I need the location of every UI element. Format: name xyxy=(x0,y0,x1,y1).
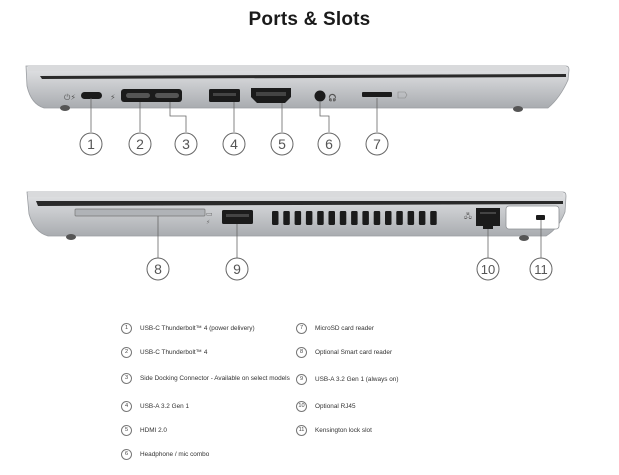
vent-slat xyxy=(373,211,381,225)
microsd-slot xyxy=(362,91,408,99)
legend-number: 1 xyxy=(121,323,132,334)
legend-number: 7 xyxy=(296,323,307,334)
vent-slat xyxy=(396,211,403,225)
callout-5: 5 xyxy=(270,132,294,156)
svg-text:⚡: ⚡ xyxy=(206,219,210,226)
rj45-port: 🖧 xyxy=(464,208,500,229)
vent-slat xyxy=(283,211,290,225)
svg-text:🖧: 🖧 xyxy=(464,211,472,220)
vent-slat xyxy=(418,211,426,225)
legend-text: MicroSD card reader xyxy=(315,325,374,332)
svg-text:10: 10 xyxy=(481,262,495,277)
callout-9: 9 xyxy=(225,257,249,281)
lid-seam xyxy=(40,74,566,79)
page-title: Ports & Slots xyxy=(248,9,371,30)
callouts-bottom: 8 9 10 11 xyxy=(146,216,553,281)
svg-text:6: 6 xyxy=(325,136,333,152)
smart-card-slot: ▭ xyxy=(74,208,213,218)
vent-grille xyxy=(272,211,437,225)
legend-text: Optional Smart card reader xyxy=(315,349,393,356)
legend-text: Headphone / mic combo xyxy=(140,451,210,458)
vent-slat xyxy=(407,211,415,225)
svg-text:⚡: ⚡ xyxy=(110,93,116,102)
legend-text: Side Docking Connector - Available on se… xyxy=(140,375,290,382)
callout-10: 10 xyxy=(476,257,500,281)
svg-text:1: 1 xyxy=(87,136,95,152)
laptop-right-side: ▭ ⚡ 🖧 xyxy=(26,191,567,241)
legend-text: USB-A 3.2 Gen 1 (always on) xyxy=(315,376,399,383)
legend-text: USB-C Thunderbolt™ 4 (power delivery) xyxy=(140,325,255,332)
vent-slat xyxy=(328,211,335,225)
svg-text:8: 8 xyxy=(154,261,162,277)
usb-c-power-port: ⏻⚡ xyxy=(64,92,102,102)
callout-7: 7 xyxy=(365,132,389,156)
legend-number: 3 xyxy=(121,373,132,384)
vent-slat xyxy=(317,211,324,225)
legend-number: 9 xyxy=(296,374,307,385)
foot-left xyxy=(60,105,70,111)
callout-2: 2 xyxy=(128,132,152,156)
vent-slat xyxy=(351,211,358,225)
legend-number: 4 xyxy=(121,401,132,412)
legend-text: USB-C Thunderbolt™ 4 xyxy=(140,349,208,356)
legend-text: Kensington lock slot xyxy=(315,427,372,434)
vent-slat xyxy=(385,211,392,225)
legend-text: Optional RJ45 xyxy=(315,403,356,410)
callouts-top: 1 2 3 4 5 6 7 xyxy=(79,98,389,156)
svg-text:5: 5 xyxy=(278,136,286,152)
callout-3: 3 xyxy=(174,132,198,156)
vent-slat xyxy=(339,211,347,225)
legend-text: HDMI 2.0 xyxy=(140,427,167,434)
legend-number: 10 xyxy=(296,401,307,412)
vent-slat xyxy=(272,211,279,225)
hdmi-port xyxy=(251,88,291,103)
usb-a-port xyxy=(209,89,240,102)
svg-text:⏻⚡: ⏻⚡ xyxy=(64,93,76,102)
laptop-left-side: ⏻⚡ ⚡ 🎧 xyxy=(25,65,570,112)
foot-right xyxy=(513,106,523,112)
lid-seam xyxy=(36,201,563,206)
foot-right xyxy=(519,235,529,241)
svg-text:▭: ▭ xyxy=(206,210,213,218)
svg-text:🎧: 🎧 xyxy=(328,93,337,102)
kensington-lock-slot xyxy=(505,205,560,230)
legend-number: 11 xyxy=(296,425,307,436)
vent-slat xyxy=(362,211,369,225)
callout-8: 8 xyxy=(146,257,170,281)
callout-11: 11 xyxy=(529,257,553,281)
vent-slat xyxy=(294,211,302,225)
svg-text:4: 4 xyxy=(230,136,238,152)
vent-slat xyxy=(305,211,313,225)
svg-text:9: 9 xyxy=(233,261,241,277)
svg-text:11: 11 xyxy=(534,262,548,277)
legend-number: 2 xyxy=(121,347,132,358)
legend-number: 8 xyxy=(296,347,307,358)
vent-slat xyxy=(430,211,437,225)
usb-a-always-on-port: ⚡ xyxy=(206,210,253,226)
legend-text: USB-A 3.2 Gen 1 xyxy=(140,403,190,410)
legend-number: 6 xyxy=(121,449,132,460)
svg-text:3: 3 xyxy=(182,136,190,152)
callout-4: 4 xyxy=(222,132,246,156)
legend-number: 5 xyxy=(121,425,132,436)
callout-1: 1 xyxy=(79,132,103,156)
usb-c-thunderbolt-port: ⚡ xyxy=(110,89,182,102)
svg-text:7: 7 xyxy=(373,136,381,152)
svg-text:2: 2 xyxy=(136,136,144,152)
callout-6: 6 xyxy=(317,132,341,156)
foot-left xyxy=(66,234,76,240)
headphone-jack: 🎧 xyxy=(314,90,337,102)
